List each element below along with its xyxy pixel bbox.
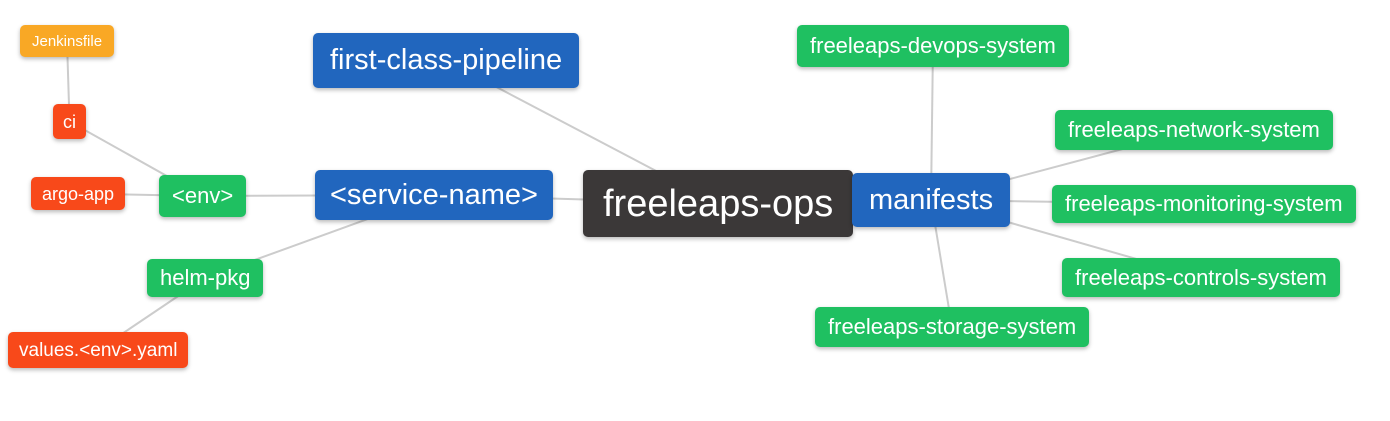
node-freeleaps-devops-system[interactable]: freeleaps-devops-system [797,25,1069,67]
node-argo-app[interactable]: argo-app [31,177,126,210]
node-freeleaps-storage-system[interactable]: freeleaps-storage-system [815,307,1090,347]
node-freeleaps-controls-system[interactable]: freeleaps-controls-system [1062,258,1340,297]
node-manifests[interactable]: manifests [852,173,1011,227]
node-jenkinsfile[interactable]: Jenkinsfile [20,25,115,57]
node-ci[interactable]: ci [53,104,86,139]
node-values-env-yaml[interactable]: values.<env>.yaml [8,332,189,368]
node-freeleaps-monitoring-system[interactable]: freeleaps-monitoring-system [1052,185,1356,223]
node-env[interactable]: <env> [159,175,247,217]
node-service-name[interactable]: <service-name> [315,170,553,220]
node-helm-pkg[interactable]: helm-pkg [147,259,264,297]
node-freeleaps-ops-root[interactable]: freeleaps-ops [583,170,854,237]
node-first-class-pipeline[interactable]: first-class-pipeline [313,33,580,88]
node-freeleaps-network-system[interactable]: freeleaps-network-system [1055,110,1333,150]
